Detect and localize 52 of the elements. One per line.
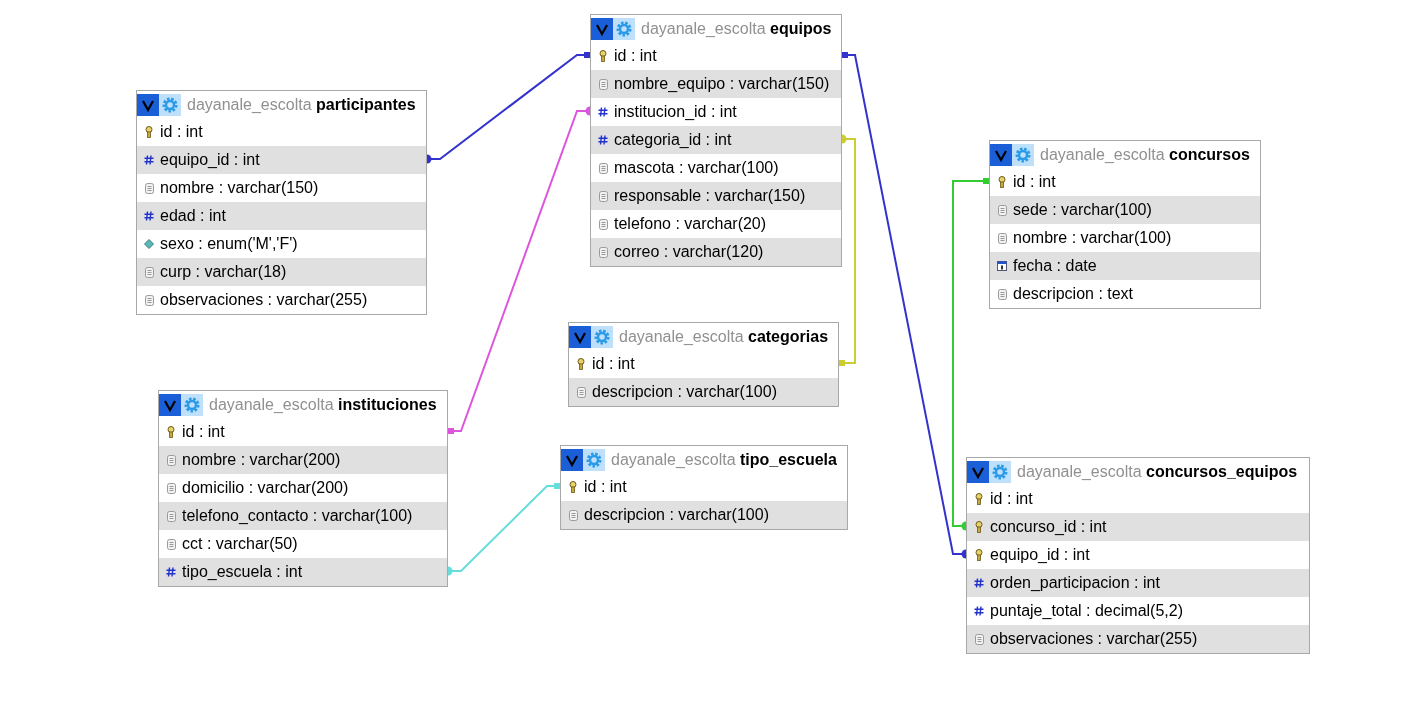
column-row-text: nombre : varchar(150) [160,178,319,198]
column-row-text: correo : varchar(120) [614,242,764,262]
table-card [560,445,848,530]
column-row-text: descripcion : varchar(100) [592,382,777,402]
table-title: dayanale_escolta tipo_escuela [611,449,837,470]
column-row-text: id : int [584,477,627,497]
table-card [158,390,448,587]
column-row-text: descripcion : varchar(100) [584,505,769,525]
column-row-text: descripcion : text [1013,284,1134,304]
column-row-text: telefono_contacto : varchar(100) [182,506,413,526]
table-title: dayanale_escolta concursos_equipos [1017,461,1298,482]
column-row-text: curp : varchar(18) [160,262,287,282]
column-row-text: observaciones : varchar(255) [990,629,1198,649]
column-row-text: id : int [614,46,657,66]
relation-connector [952,178,990,531]
column-row-text: mascota : varchar(100) [614,158,779,178]
column-row-text: orden_participacion : int [990,573,1160,593]
column-row-text: sede : varchar(100) [1013,200,1152,220]
table-card [568,322,839,407]
column-row-text: domicilio : varchar(200) [182,478,349,498]
column-row-text: edad : int [160,206,226,226]
column-row-text: institucion_id : int [614,102,737,122]
table-title: dayanale_escolta categorias [619,326,829,347]
table-title: dayanale_escolta instituciones [209,394,437,415]
relation-connector [837,134,856,366]
column-row-text: equipo_id : int [160,150,260,170]
column-row-text: categoria_id : int [614,130,732,150]
table-card [136,90,427,315]
column-row-text: id : int [1013,172,1056,192]
column-row-text: nombre_equipo : varchar(150) [614,74,830,94]
column-row-text: responsable : varchar(150) [614,186,806,206]
table-title: dayanale_escolta participantes [187,94,416,115]
column-row-text: id : int [160,122,203,142]
table-card [989,140,1261,309]
column-row-text: sexo : enum('M','F') [160,234,298,254]
column-row-text: equipo_id : int [990,545,1090,565]
column-row-text: fecha : date [1013,256,1097,276]
column-row-text: nombre : varchar(100) [1013,228,1172,248]
table-title: dayanale_escolta concursos [1040,144,1250,165]
column-row-text: id : int [990,489,1033,509]
column-row-text: id : int [592,354,635,374]
table-card [966,457,1310,654]
table-title: dayanale_escolta equipos [641,18,832,39]
column-row-text: observaciones : varchar(255) [160,290,368,310]
column-row-text: cct : varchar(50) [182,534,298,554]
column-row-text: concurso_id : int [990,517,1107,537]
column-row-text: nombre : varchar(200) [182,450,341,470]
column-row-text: id : int [182,422,225,442]
column-row-text: tipo_escuela : int [182,562,303,582]
column-row-text: telefono : varchar(20) [614,214,767,234]
column-row-text: puntaje_total : decimal(5,2) [990,601,1183,621]
table-card [590,14,842,267]
